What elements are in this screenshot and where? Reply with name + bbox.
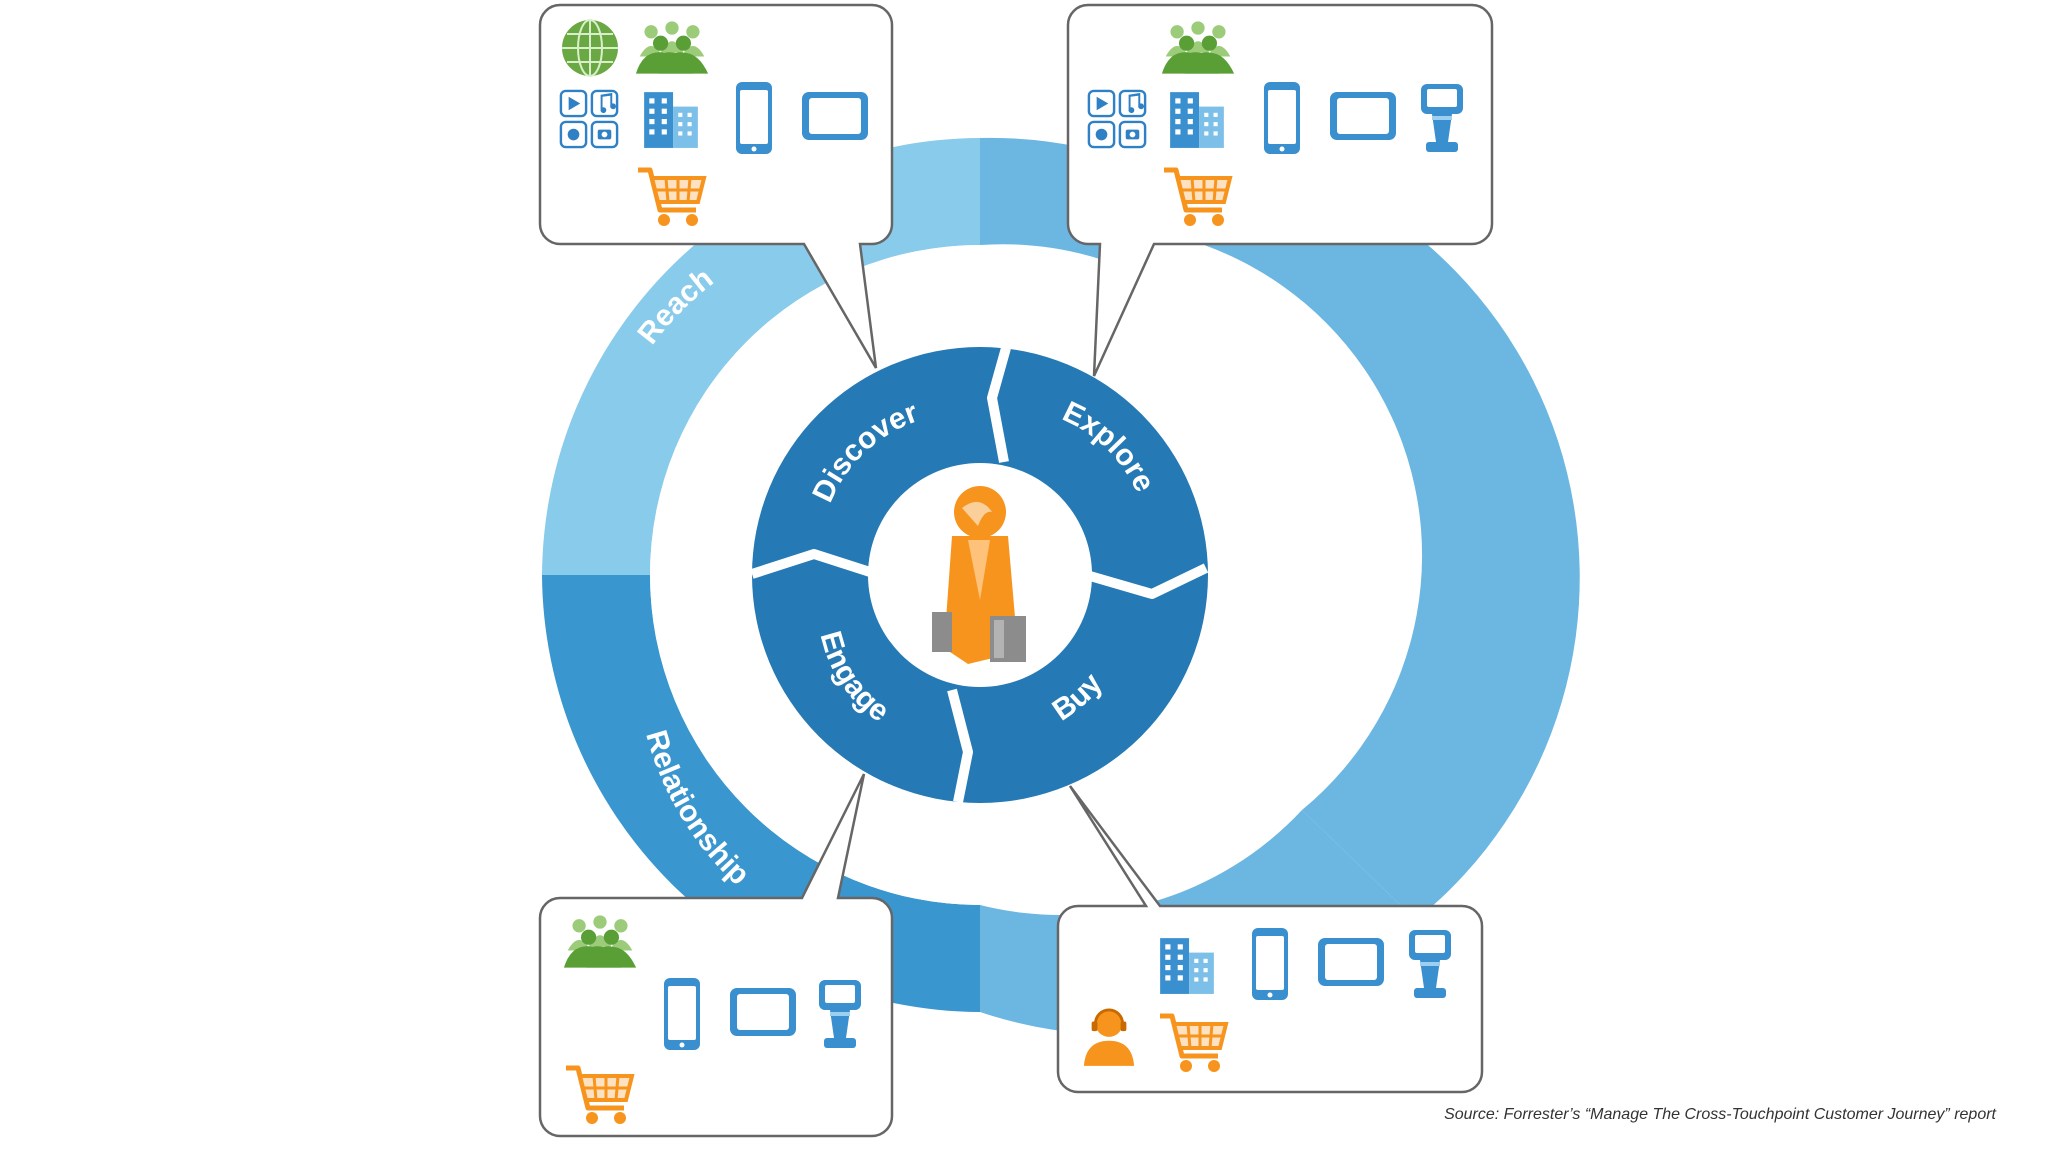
phone-icon bbox=[1252, 928, 1288, 1000]
divider-bottom bbox=[947, 688, 973, 803]
depth-label: Depth bbox=[1328, 567, 1365, 653]
phone-icon bbox=[1264, 82, 1300, 154]
tablet-icon bbox=[1330, 92, 1396, 140]
svg-text:Depth: Depth bbox=[1328, 567, 1365, 653]
depth-segment bbox=[980, 138, 1580, 920]
divider-top bbox=[987, 346, 1011, 463]
source-caption: Source: Forrester’s “Manage The Cross-To… bbox=[1444, 1106, 1996, 1123]
globe-icon bbox=[561, 19, 619, 77]
tablet-icon bbox=[730, 988, 796, 1036]
tablet-icon bbox=[802, 92, 868, 140]
callout-buy bbox=[1056, 785, 1484, 1094]
callout-explore bbox=[1066, 3, 1494, 377]
callout-discover bbox=[538, 3, 894, 369]
shopper-icon bbox=[932, 486, 1026, 664]
phone-icon bbox=[664, 978, 700, 1050]
callout-engage bbox=[538, 773, 894, 1138]
divider-right bbox=[1088, 563, 1209, 599]
divider-left bbox=[750, 549, 872, 579]
tablet-icon bbox=[1318, 938, 1384, 986]
reach-segment bbox=[542, 138, 980, 575]
phone-icon bbox=[736, 82, 772, 154]
